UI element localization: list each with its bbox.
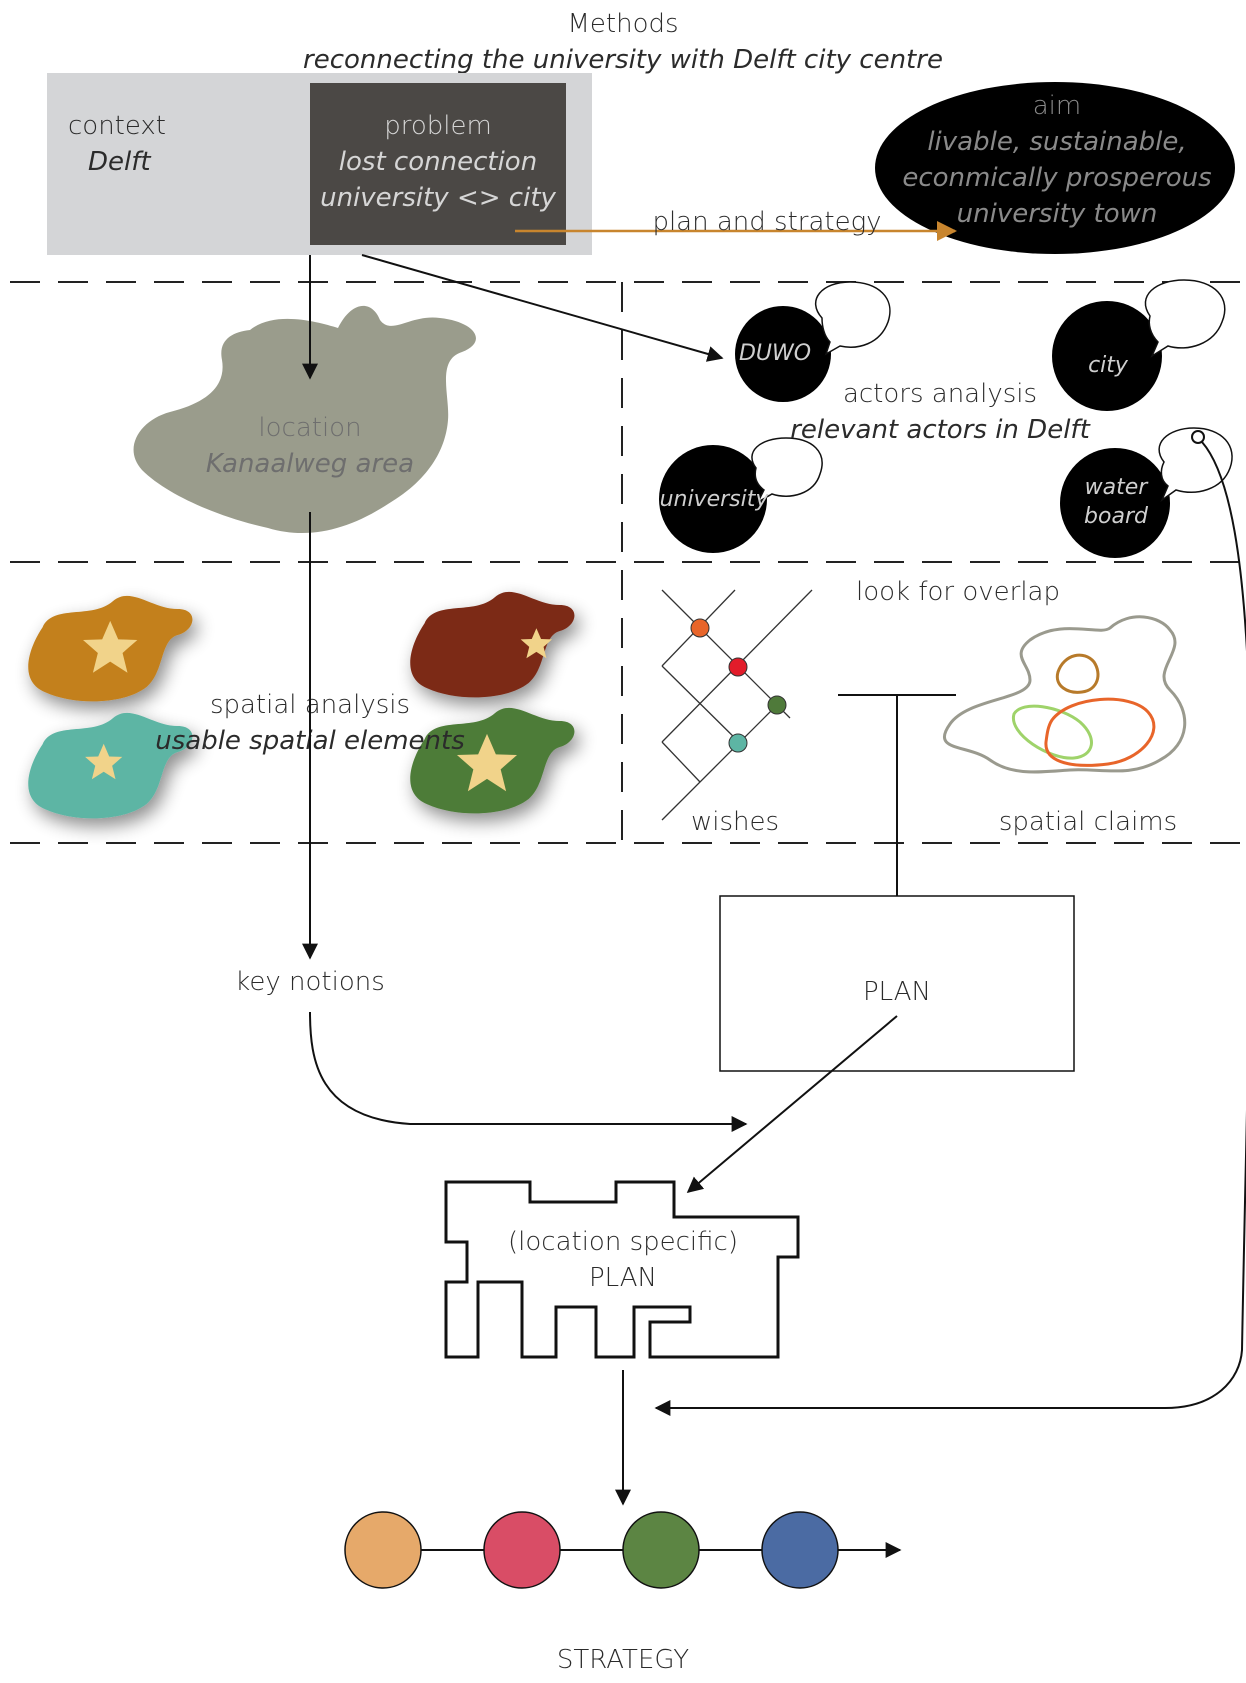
location-value: Kanaalweg area	[206, 449, 414, 479]
wish-node-green	[767, 695, 787, 715]
return-curve-start	[1191, 430, 1205, 444]
actor-university-label: university	[660, 487, 770, 512]
overlap-label: look for overlap	[856, 577, 1060, 607]
arrow-problem-actors	[361, 254, 724, 362]
wishes-label: wishes	[691, 807, 779, 837]
spatial-blob-orange	[28, 595, 193, 702]
wishes-network	[661, 589, 813, 821]
strategy-step-1	[344, 1511, 422, 1589]
location-label: location	[258, 413, 361, 443]
location-plan-shape	[444, 1180, 800, 1359]
actor-duwo: DUWO	[735, 281, 891, 402]
problem-box	[310, 83, 566, 245]
actors-value: relevant actors in Delft	[790, 415, 1090, 445]
dashed-separators	[10, 281, 1246, 844]
plan-label: PLAN	[863, 977, 931, 1007]
claims-outer-contour	[942, 615, 1187, 774]
actor-university: university	[659, 437, 823, 553]
arrow-plan-locationplan	[686, 1015, 898, 1194]
claims-label: spatial claims	[999, 807, 1177, 837]
actor-duwo-label: DUWO	[739, 341, 811, 366]
arrow-keynotions-plan	[309, 1011, 748, 1132]
location-plan-line-2: PLAN	[589, 1263, 657, 1293]
spatial-blob-green	[410, 707, 575, 814]
aim-line-1: livable, sustainable,	[927, 127, 1186, 157]
actor-city-label: city	[1088, 353, 1129, 378]
context-value: Delft	[88, 147, 151, 177]
actors-label: actors analysis	[843, 379, 1037, 409]
actor-city: city	[1052, 279, 1226, 411]
actor-water-label-2: board	[1084, 504, 1149, 529]
strategy-step-2	[483, 1511, 561, 1589]
strategy-step-3	[622, 1511, 700, 1589]
claims-brown-contour	[1055, 653, 1100, 694]
problem-line-1: lost connection	[339, 147, 537, 177]
diagram-subtitle: reconnecting the university with Delft c…	[303, 45, 943, 75]
diagram-title: Methods	[567, 9, 678, 39]
plan-box	[719, 895, 1075, 1072]
aim-line-3: university town	[957, 199, 1158, 229]
problem-label: problem	[384, 111, 492, 141]
strategy-step-4	[761, 1511, 839, 1589]
aim-line-2: econmically prosperous	[902, 163, 1211, 193]
spatial-blob-brown	[410, 591, 575, 698]
key-notions-label: key notions	[235, 967, 385, 997]
location-plan-line-1: (location specific)	[508, 1227, 738, 1257]
wish-node-orange	[690, 618, 710, 638]
wish-node-red	[728, 657, 748, 677]
claims-green-contour	[1012, 704, 1093, 760]
aim-label: aim	[1033, 91, 1081, 121]
actor-water-board: water board	[1060, 427, 1233, 558]
wish-node-teal	[728, 733, 748, 753]
claims-orange-contour	[1044, 697, 1156, 767]
location-blob	[133, 305, 476, 534]
plan-strategy-label: plan and strategy	[652, 207, 881, 237]
aim-ellipse	[875, 82, 1235, 254]
strategy-label: STRATEGY	[557, 1645, 689, 1675]
actor-water-label-1: water	[1085, 475, 1150, 500]
context-label: context	[68, 111, 166, 141]
problem-line-2: university <> city	[320, 183, 556, 213]
return-curve	[654, 441, 1246, 1416]
